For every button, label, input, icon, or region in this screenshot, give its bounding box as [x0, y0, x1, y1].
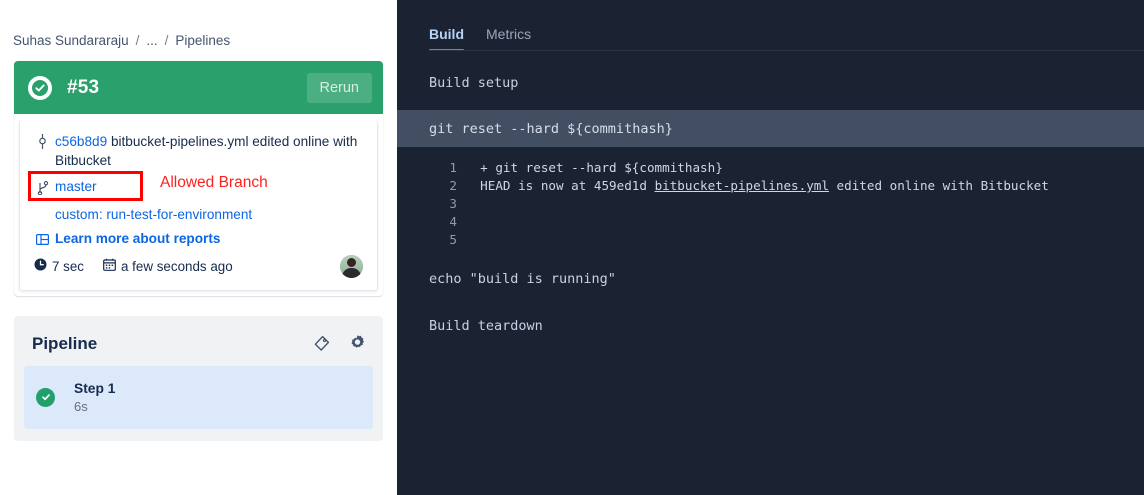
breadcrumb-separator: /: [164, 33, 169, 48]
log-line: 3: [397, 195, 1144, 213]
line-text-tail: edited online with Bitbucket: [828, 178, 1049, 193]
rerun-button[interactable]: Rerun: [306, 72, 372, 103]
custom-pipeline-link[interactable]: custom: run-test-for-environment: [55, 206, 253, 222]
report-icon: [34, 231, 51, 246]
breadcrumb-separator: /: [135, 33, 140, 48]
build-result-header: #53 Rerun: [14, 61, 383, 114]
log-panel: Build Metrics Build setup git reset --ha…: [397, 0, 1144, 495]
tab-build[interactable]: Build: [429, 26, 464, 51]
reports-link[interactable]: Learn more about reports: [55, 230, 221, 246]
step-info: Step 1 6s: [74, 380, 115, 414]
line-number: 3: [449, 196, 457, 211]
branch-name-link[interactable]: master: [55, 179, 97, 195]
check-circle-icon: [28, 75, 52, 100]
log-line: 4: [397, 213, 1144, 231]
calendar-icon: [103, 258, 116, 274]
avatar-body: [342, 267, 361, 278]
line-text: HEAD is now at 459ed1d: [465, 178, 655, 193]
commit-message: bitbucket-pipelines.yml edited online wi…: [55, 134, 358, 169]
line-content: HEAD is now at 459ed1d bitbucket-pipelin…: [465, 177, 1049, 195]
commit-row: c56b8d9 bitbucket-pipelines.yml edited o…: [34, 132, 363, 171]
line-content: + git reset --hard ${commithash}: [465, 160, 723, 175]
line-number: 2: [449, 178, 457, 193]
tag-icon[interactable]: [313, 335, 330, 352]
log-content: Build setup git reset --hard ${commithas…: [397, 51, 1144, 334]
build-meta-row: 7 sec: [34, 254, 363, 278]
timestamp-item: a few seconds ago: [103, 258, 233, 274]
step-name: Step 1: [74, 381, 116, 397]
tab-metrics[interactable]: Metrics: [486, 26, 532, 42]
build-teardown-title: Build teardown: [429, 318, 543, 334]
log-tabs: Build Metrics: [397, 0, 1144, 51]
timestamp-value: a few seconds ago: [121, 258, 233, 274]
build-result-body: c56b8d9 bitbucket-pipelines.yml edited o…: [19, 120, 378, 291]
avatar[interactable]: [340, 254, 363, 278]
pipeline-card: Pipeline: [14, 315, 383, 441]
commit-text: c56b8d9 bitbucket-pipelines.yml edited o…: [51, 132, 363, 171]
branch-row: master: [34, 179, 97, 195]
step-duration: 6s: [74, 399, 88, 415]
commit-icon: [34, 132, 51, 149]
breadcrumb: Suhas Sundararaju / ... / Pipelines: [0, 0, 397, 48]
line-number: 1: [449, 160, 457, 175]
line-file-link[interactable]: bitbucket-pipelines.yml: [654, 178, 829, 193]
build-setup-title: Build setup: [429, 75, 519, 91]
annotation-label: Allowed Branch: [160, 173, 268, 191]
command-bar[interactable]: git reset --hard ${commithash}: [397, 110, 1144, 147]
left-panel: Suhas Sundararaju / ... / Pipelines #53 …: [0, 0, 397, 495]
duration-value: 7 sec: [52, 258, 85, 274]
pipeline-card-actions: [313, 334, 367, 353]
log-line: 2 HEAD is now at 459ed1d bitbucket-pipel…: [397, 177, 1144, 195]
pipeline-title: Pipeline: [32, 333, 98, 353]
log-lines: 1 + git reset --hard ${commithash} 2 HEA…: [397, 147, 1144, 249]
tabs-divider: [429, 50, 1144, 51]
breadcrumb-item-owner[interactable]: Suhas Sundararaju: [13, 33, 129, 48]
clock-icon: [34, 258, 47, 274]
line-number: 4: [449, 214, 457, 229]
log-line: 1 + git reset --hard ${commithash}: [397, 159, 1144, 177]
breadcrumb-item-ellipsis[interactable]: ...: [146, 33, 158, 48]
line-number: 5: [449, 232, 457, 247]
build-number: #53: [67, 76, 100, 98]
duration-item: 7 sec: [34, 258, 84, 274]
branch-icon: [34, 179, 51, 195]
echo-command[interactable]: echo "build is running": [429, 271, 616, 287]
gear-icon[interactable]: [348, 334, 367, 353]
commit-hash-link[interactable]: c56b8d9: [55, 134, 108, 149]
avatar-head: [347, 257, 356, 267]
reports-row: Learn more about reports: [34, 231, 363, 246]
build-result-card: #53 Rerun c56b8d9 bitbucket-pipelines.y: [14, 61, 383, 296]
log-line: 5: [397, 231, 1144, 249]
breadcrumb-item-pipelines[interactable]: Pipelines: [175, 33, 231, 48]
pipeline-step-row[interactable]: Step 1 6s: [24, 365, 373, 429]
branch-annotation-wrapper: master Allowed Branch: [28, 170, 268, 201]
pipeline-card-header: Pipeline: [24, 326, 373, 366]
step-status-success-icon: [36, 387, 55, 407]
